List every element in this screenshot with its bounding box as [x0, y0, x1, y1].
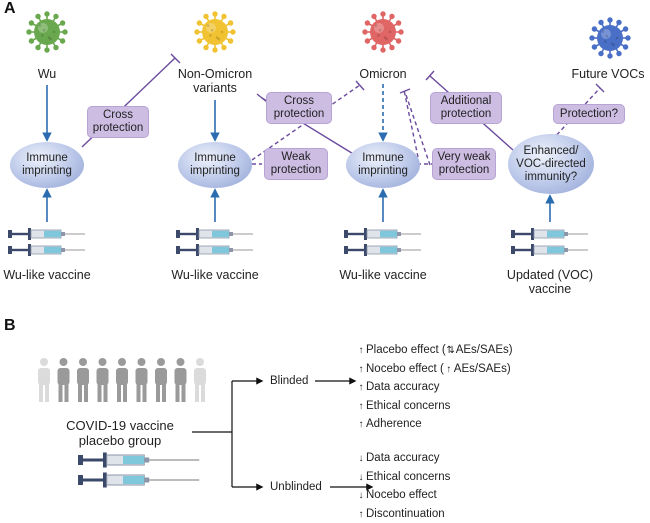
arrow-up-icon: ↑	[358, 400, 364, 412]
arrow-down-icon: ↓	[358, 453, 364, 464]
outcome-item: ↓Nocebo effect	[356, 489, 437, 502]
outcome-item: ↓Data accuracy	[356, 452, 440, 465]
branch-unblinded: Unblinded	[270, 481, 322, 493]
syringe-icon	[8, 244, 85, 256]
virus-label-future: Future VOCs	[571, 67, 645, 81]
outcome-text: Data accuracy	[366, 381, 440, 393]
arrow-down-icon: ↓	[358, 471, 364, 483]
virus-icon	[26, 11, 68, 53]
person-icon	[174, 358, 187, 402]
virus-icon	[362, 11, 404, 53]
box-protection-question: Protection?	[553, 104, 625, 124]
virus-label-nonomicron: Non-Omicron variants	[177, 67, 253, 95]
vaccine-label-3: Wu-like vaccine	[339, 268, 427, 282]
outcome-item: ↑Adherence	[356, 418, 422, 431]
syringe-icon	[176, 228, 253, 240]
immune-imprinting-2: Immune imprinting	[178, 142, 252, 188]
inhibit-line-veryweak	[404, 91, 431, 166]
person-icon	[155, 358, 167, 402]
vaccine-label-4: Updated (VOC) vaccine	[506, 268, 594, 296]
box-very-weak-protection: Very weak protection	[432, 148, 496, 180]
box-weak-protection: Weak protection	[264, 148, 328, 180]
outcome-text: Discontinuation	[366, 507, 445, 520]
box-additional-protection: Additional protection	[430, 92, 502, 124]
outcome-item: ↑Discontinuation	[356, 508, 445, 521]
box-cross-protection-1: Cross protection	[87, 106, 149, 138]
outcome-item: ↑Data accuracy	[356, 381, 440, 394]
syringe-icon	[344, 228, 421, 240]
enhanced-immunity: Enhanced/ VOC-directed immunity?	[508, 134, 594, 194]
syringe-icon	[176, 244, 253, 256]
outcome-text: Ethical concerns	[366, 399, 451, 412]
arrow-icon: ⇅	[446, 345, 455, 356]
branch-blinded: Blinded	[270, 375, 309, 387]
syringe-icon	[78, 472, 200, 488]
arrow-up-icon: ↑	[358, 382, 364, 393]
syringe-icon	[511, 228, 588, 240]
syringe-icon	[511, 244, 588, 256]
person-icon	[194, 358, 206, 402]
virus-label-omicron: Omicron	[359, 67, 407, 81]
syringe-icon	[344, 244, 421, 256]
vaccine-label-2: Wu-like vaccine	[171, 268, 259, 282]
outcome-item: ↑Nocebo effect (↑AEs/SAEs)	[356, 363, 511, 376]
outcome-text: Adherence	[366, 418, 422, 430]
immune-imprinting-1: Immune imprinting	[10, 142, 84, 188]
outcome-text: Ethical concerns	[366, 470, 451, 483]
arrow-up-icon: ↑	[358, 345, 364, 356]
person-icon	[77, 358, 89, 402]
person-icon	[96, 358, 109, 402]
outcome-text: Placebo effect (	[366, 344, 446, 356]
arrow-icon: ↑	[446, 363, 452, 375]
box-cross-protection-2: Cross protection	[266, 92, 332, 124]
person-icon	[135, 358, 148, 402]
outcome-item: ↓Ethical concerns	[356, 470, 451, 484]
syringe-icon	[78, 452, 200, 468]
outcome-item: ↑Ethical concerns	[356, 399, 451, 413]
arrow-up-icon: ↑	[358, 363, 364, 375]
person-icon	[57, 358, 70, 402]
outcome-item: ↑Placebo effect (⇅AEs/SAEs)	[356, 344, 513, 357]
person-icon	[116, 358, 128, 402]
person-icon	[38, 358, 50, 402]
arrow-up-icon: ↑	[358, 508, 364, 520]
arrow-down-icon: ↓	[358, 490, 364, 501]
outcome-text: Data accuracy	[366, 452, 440, 464]
panel-a-label: A	[4, 0, 16, 17]
syringe-icon	[8, 228, 85, 240]
vaccine-label-1: Wu-like vaccine	[3, 268, 91, 282]
panel-b-label: B	[4, 317, 16, 334]
virus-label-wu: Wu	[37, 67, 57, 81]
placebo-group-label: COVID-19 vaccine placebo group	[66, 418, 174, 448]
outcome-subtext: AEs/SAEs)	[455, 344, 513, 356]
arrow-up-icon: ↑	[358, 419, 364, 430]
outcome-text: Nocebo effect	[366, 489, 437, 501]
outcome-text: Nocebo effect (	[366, 362, 444, 375]
immune-imprinting-3: Immune imprinting	[346, 142, 420, 188]
virus-icon	[589, 17, 631, 59]
virus-icon	[194, 11, 236, 53]
outcome-subtext: AEs/SAEs)	[453, 362, 511, 375]
